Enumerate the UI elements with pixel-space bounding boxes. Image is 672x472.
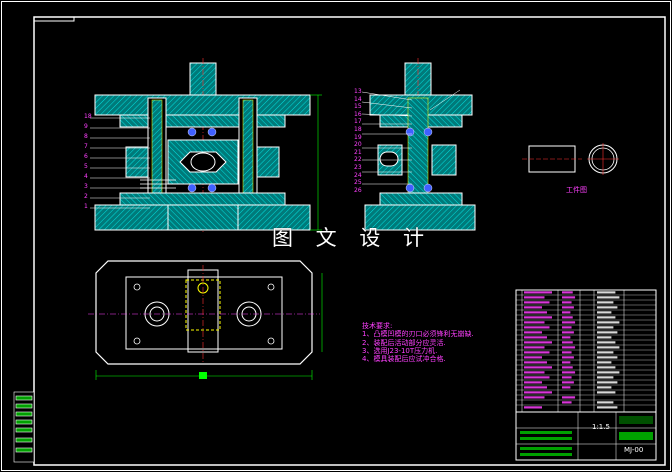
item-number: 18 [354,126,362,133]
inner-frame [33,16,666,466]
item-number: 24 [354,171,362,179]
plan-view [88,260,323,380]
watermark: 图 文 设 计 [272,226,433,250]
drawing-number: MJ-00 [624,446,644,454]
item-number: 9 [84,123,88,130]
item-number: 4 [84,173,88,180]
technical-requirements: 技术要求: 1、凸模凹模的刃口必须锋利无崩缺. 2、装配后活动部分应灵活. 3、… [362,322,474,363]
tech-note-3: 3、选用J23-10T压力机. [362,346,438,355]
item-number: 3 [84,183,88,190]
item-number: 6 [84,153,88,160]
item-number: 26 [354,186,362,194]
left-margin-stamps [13,391,35,463]
item-number: 17 [354,118,362,126]
item-number: 22 [354,156,362,164]
item-number: 13 [354,88,362,95]
parts-list-table [515,289,657,413]
item-number: 15 [354,103,362,111]
tech-note-1: 1、凸模凹模的刃口必须锋利无崩缺. [362,330,474,339]
item-number: 16 [354,110,362,118]
item-number: 19 [354,133,362,141]
item-number: 7 [84,143,88,150]
item-number: 2 [84,193,88,200]
title-block [515,411,657,461]
item-number: 23 [354,164,362,171]
item-number: 1 [84,203,88,210]
item-number: 25 [354,179,362,187]
item-number: 5 [84,163,88,170]
front-view [90,58,322,232]
tech-notes-heading: 技术要求: [362,322,393,330]
tech-note-2: 2、装配后活动部分应灵活. [362,338,446,347]
tech-note-4: 4、模具装配后应试冲合格. [362,355,446,364]
item-number: 20 [354,141,362,149]
workpiece-views [522,143,619,175]
side-view [361,58,476,232]
item-number: 18 [84,113,92,120]
item-number: 8 [84,133,88,140]
scale-text: 1:1.5 [592,423,610,431]
corner-tab [33,16,75,22]
part-label: 工件图 [566,186,587,194]
item-number: 14 [354,95,362,103]
item-number: 21 [354,148,362,156]
